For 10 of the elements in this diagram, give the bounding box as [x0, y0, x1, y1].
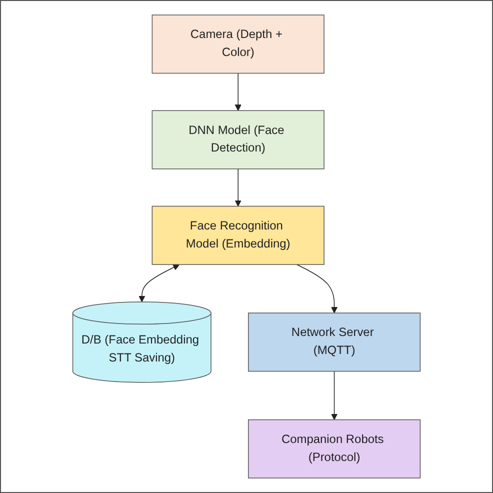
node-box: Camera (Depth + Color): [152, 14, 324, 74]
arrow: [331, 370, 338, 420]
arrow: [234, 168, 242, 207]
node-box: Network Server (MQTT): [248, 312, 421, 372]
node-box: Companion Robots (Protocol): [248, 419, 421, 478]
node-box: Face Recognition Model (Embedding): [152, 206, 324, 265]
arrow: [234, 72, 242, 111]
arrow: [296, 264, 338, 314]
node-box: DNN Model (Face Detection): [152, 110, 324, 170]
arrow: [138, 264, 180, 302]
